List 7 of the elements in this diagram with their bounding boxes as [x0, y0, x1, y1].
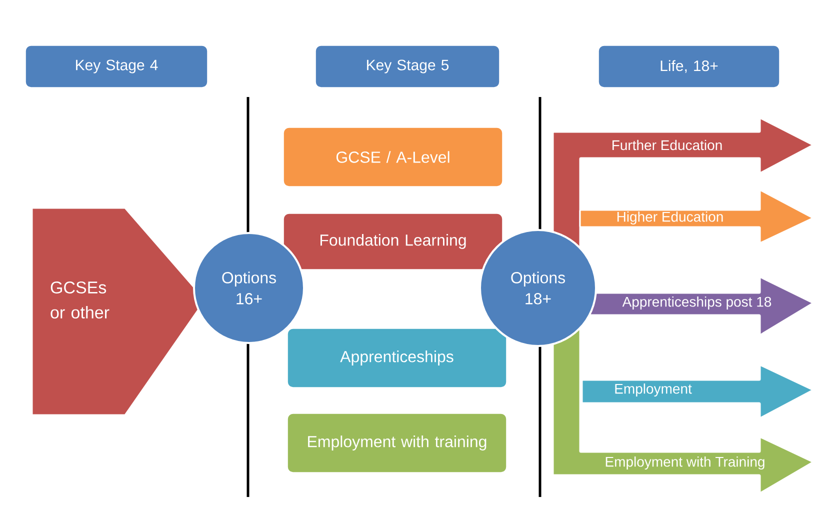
stage-header: Key Stage 4	[24, 44, 209, 89]
option-box: Employment with training	[286, 412, 508, 474]
option-box: GCSE / A-Level	[282, 126, 504, 188]
option-box: Apprenticeships	[286, 327, 508, 389]
option-box: Foundation Learning	[282, 212, 504, 271]
stage-header: Key Stage 5	[314, 44, 501, 89]
stage-header: Life, 18+	[597, 44, 781, 89]
